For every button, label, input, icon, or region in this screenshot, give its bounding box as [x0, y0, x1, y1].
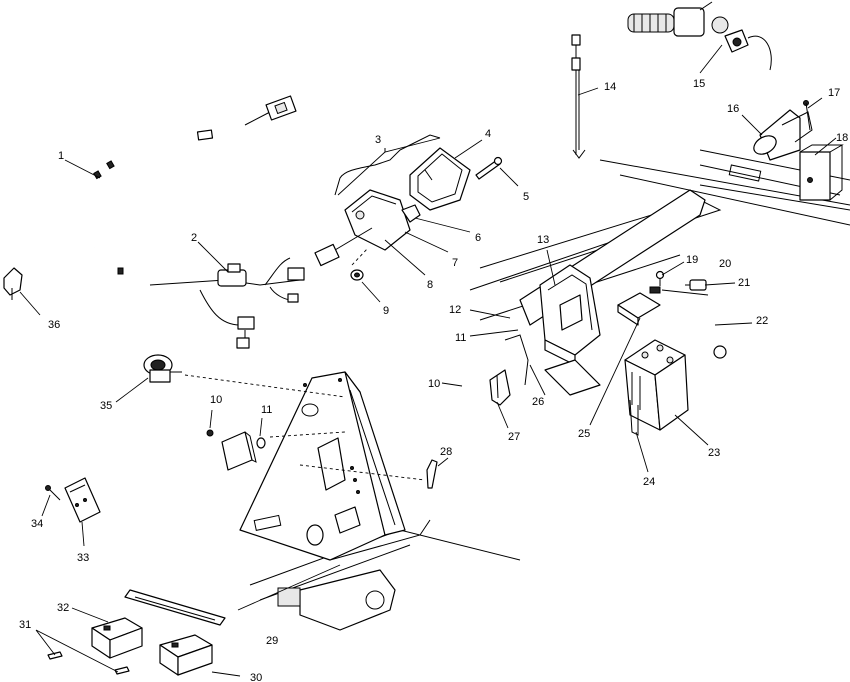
screw-part-28: [426, 459, 438, 489]
callout-28: 28: [440, 446, 452, 458]
callout-16: 16: [727, 103, 739, 115]
lower-frame: [249, 519, 521, 631]
callout-13: 13: [537, 234, 549, 246]
callout-6: 6: [475, 232, 481, 244]
frame-rails: [469, 144, 850, 326]
screw-part-5: [475, 156, 503, 180]
callout-26: 26: [532, 396, 544, 408]
battery-part-23: [624, 339, 689, 431]
terminal-part-20: [649, 286, 661, 294]
cable-part-22: [704, 294, 727, 359]
callout-22: 22: [756, 315, 768, 327]
relay-module: [206, 429, 266, 471]
fuse-panel: [239, 371, 406, 561]
handlebar-switch-part-15: [627, 1, 772, 71]
callout-34: 34: [31, 518, 43, 530]
bracket-part-33: [64, 477, 101, 523]
callout-7: 7: [452, 257, 458, 269]
callout-2: 2: [191, 232, 197, 244]
callout-11-right: 11: [455, 332, 466, 344]
strip-part-29: [124, 589, 226, 626]
callout-35: 35: [100, 400, 112, 412]
bracket-part-26: [504, 334, 601, 396]
callout-9: 9: [383, 305, 389, 317]
callout-31: 31: [19, 619, 31, 631]
cable-part-1: [83, 129, 221, 283]
callout-20: 20: [719, 258, 731, 270]
washer-part-9: [350, 269, 364, 281]
bolt-part-19: [655, 270, 665, 286]
callout-labels: 1 2 3 4 5 6 7 8 9 10 10 11 11 12 13 14 1…: [19, 78, 848, 682]
block-part-32: [91, 617, 143, 659]
battery-pad-part-25: [617, 292, 661, 326]
callout-18: 18: [836, 132, 848, 144]
plug-connector: [244, 95, 297, 126]
callout-10-left: 10: [210, 394, 222, 406]
antenna-part-14: [571, 34, 586, 159]
callout-30: 30: [250, 672, 262, 682]
light-base-part-8: [344, 189, 421, 251]
callout-21: 21: [738, 277, 750, 289]
callout-29: 29: [266, 635, 278, 647]
coil-part-35: [143, 354, 182, 383]
callout-25: 25: [578, 428, 590, 440]
callout-27: 27: [508, 431, 520, 443]
callout-23: 23: [708, 447, 720, 459]
callout-15: 15: [693, 78, 705, 90]
bolt-part-34: [45, 485, 61, 501]
callout-36: 36: [48, 319, 60, 331]
callout-19: 19: [686, 254, 698, 266]
callout-33: 33: [77, 552, 89, 564]
callout-17: 17: [828, 87, 840, 99]
screws-part-31: [47, 651, 130, 675]
leader-lines: [19, 44, 837, 677]
light-housing-part-4: [409, 147, 471, 211]
callout-12: 12: [449, 304, 461, 316]
callout-1: 1: [58, 150, 64, 162]
cable-part-21: [685, 279, 707, 291]
light-socket: [314, 227, 373, 267]
callout-11-left: 11: [261, 404, 272, 416]
callout-8: 8: [427, 279, 433, 291]
battery-strap-part-24: [629, 399, 639, 436]
wiring-harness-part-2: [149, 257, 305, 349]
horn-bracket-part-17: [803, 100, 811, 131]
callout-32: 32: [57, 602, 69, 614]
callout-3: 3: [375, 134, 381, 146]
hook-part-36: [3, 267, 23, 300]
callout-14: 14: [604, 81, 616, 93]
callout-10-right: 10: [428, 378, 440, 390]
horn-part-16: [753, 109, 813, 161]
callout-5: 5: [523, 191, 529, 203]
light-bracket-bracket-3: [334, 134, 441, 196]
clip-part-27: [489, 369, 511, 406]
battery-tray-part-13: [539, 264, 601, 366]
block-part-30: [159, 634, 213, 676]
callout-4: 4: [485, 128, 491, 140]
callout-24: 24: [643, 476, 655, 488]
